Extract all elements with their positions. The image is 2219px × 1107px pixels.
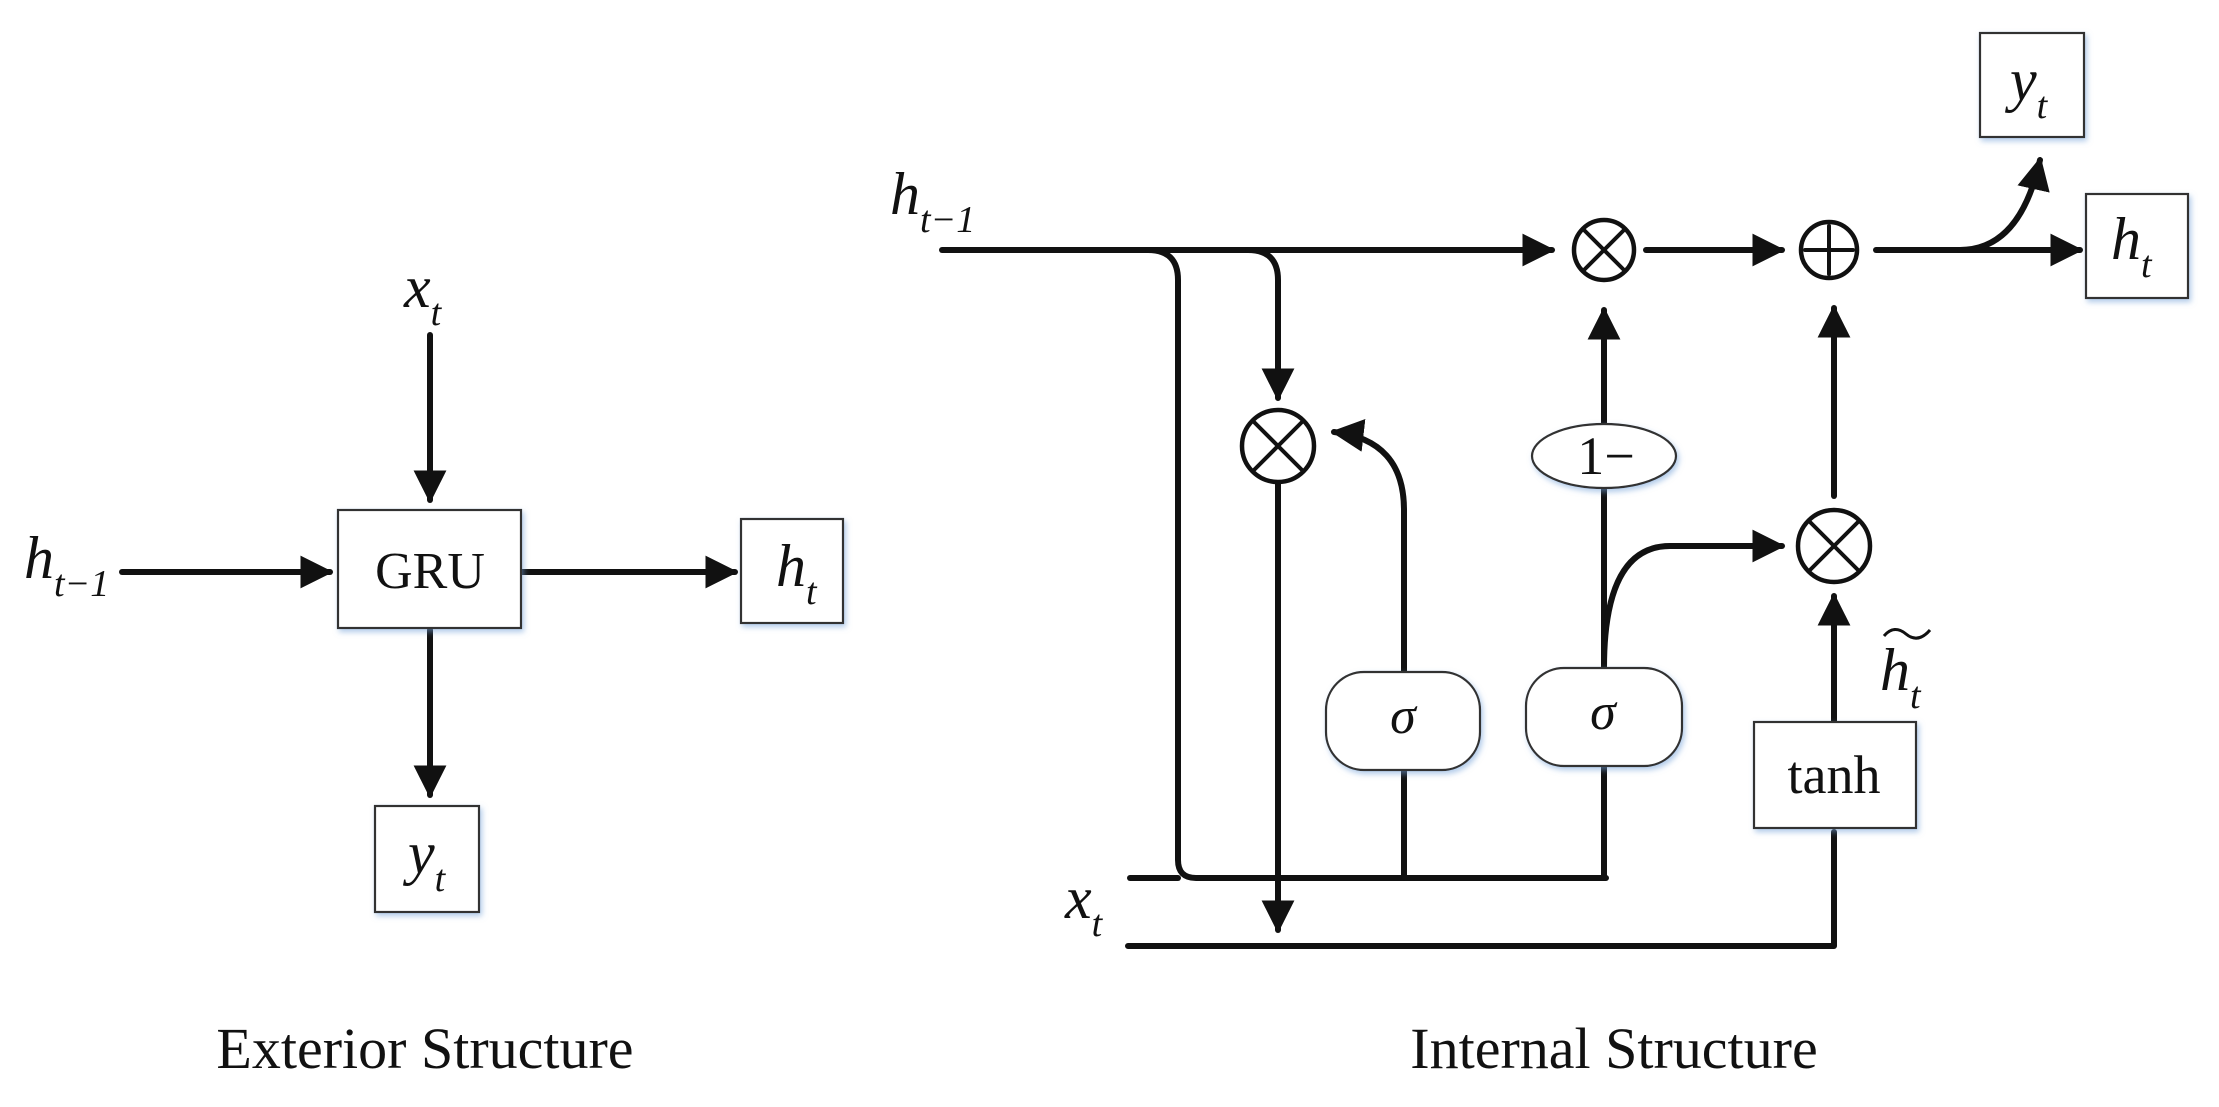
- exterior-caption: Exterior Structure: [216, 1016, 633, 1081]
- internal-y-output-box: [1978, 31, 2086, 139]
- update-gate-symbol: σ: [1590, 684, 1618, 741]
- add-operator: [1798, 219, 1860, 281]
- exterior-h-prev-label: ht−1: [24, 525, 109, 605]
- exterior-h-output-label: ht: [776, 533, 818, 613]
- reset-gate-sigma: [1324, 670, 1482, 772]
- internal-structure: 1− σ σ tanh ht ht−1 xt yt ht Internal St…: [890, 31, 2190, 1081]
- exterior-x-input-label: xt: [403, 254, 443, 334]
- internal-y-output-label: yt: [2004, 47, 2049, 127]
- reset-gate-to-multiply: [1330, 418, 1407, 679]
- gru-block: [336, 508, 523, 630]
- one-minus-node: [1530, 422, 1678, 490]
- add-to-y-output: [1957, 156, 2050, 253]
- internal-h-prev-label: ht−1: [890, 161, 975, 241]
- tanh-box: [1752, 720, 1918, 830]
- gru-block-label: GRU: [375, 543, 485, 600]
- x-input-lower-line: [1125, 829, 1837, 949]
- exterior-structure: GRU xt ht−1 ht yt Exterior Structure: [24, 254, 845, 1081]
- exterior-y-output-box: [373, 804, 481, 914]
- internal-h-output-box: [2084, 192, 2190, 300]
- exterior-y-output-label: yt: [402, 820, 447, 900]
- tilde-icon: [1882, 628, 1932, 640]
- candidate-state-label: ht: [1880, 628, 1932, 717]
- update-gate-to-candidate-multiply: [1601, 529, 1786, 671]
- internal-h-output-label: ht: [2111, 206, 2153, 286]
- h-prev-to-reset-multiply: [1245, 247, 1295, 402]
- reset-multiply-operator: [1239, 407, 1317, 485]
- one-minus-label: 1−: [1577, 426, 1634, 486]
- exterior-h-output-box: [739, 517, 845, 625]
- update-gate-sigma: [1524, 666, 1684, 768]
- tanh-label: tanh: [1788, 745, 1881, 805]
- svg-text:ht: ht: [1880, 637, 1922, 717]
- top-multiply-operator: [1571, 217, 1637, 283]
- internal-x-label: xt: [1064, 865, 1104, 945]
- h-prev-loop-to-gates: [1145, 247, 1609, 881]
- reset-gate-symbol: σ: [1390, 688, 1418, 745]
- internal-caption: Internal Structure: [1410, 1016, 1817, 1081]
- candidate-multiply-operator: [1795, 507, 1873, 585]
